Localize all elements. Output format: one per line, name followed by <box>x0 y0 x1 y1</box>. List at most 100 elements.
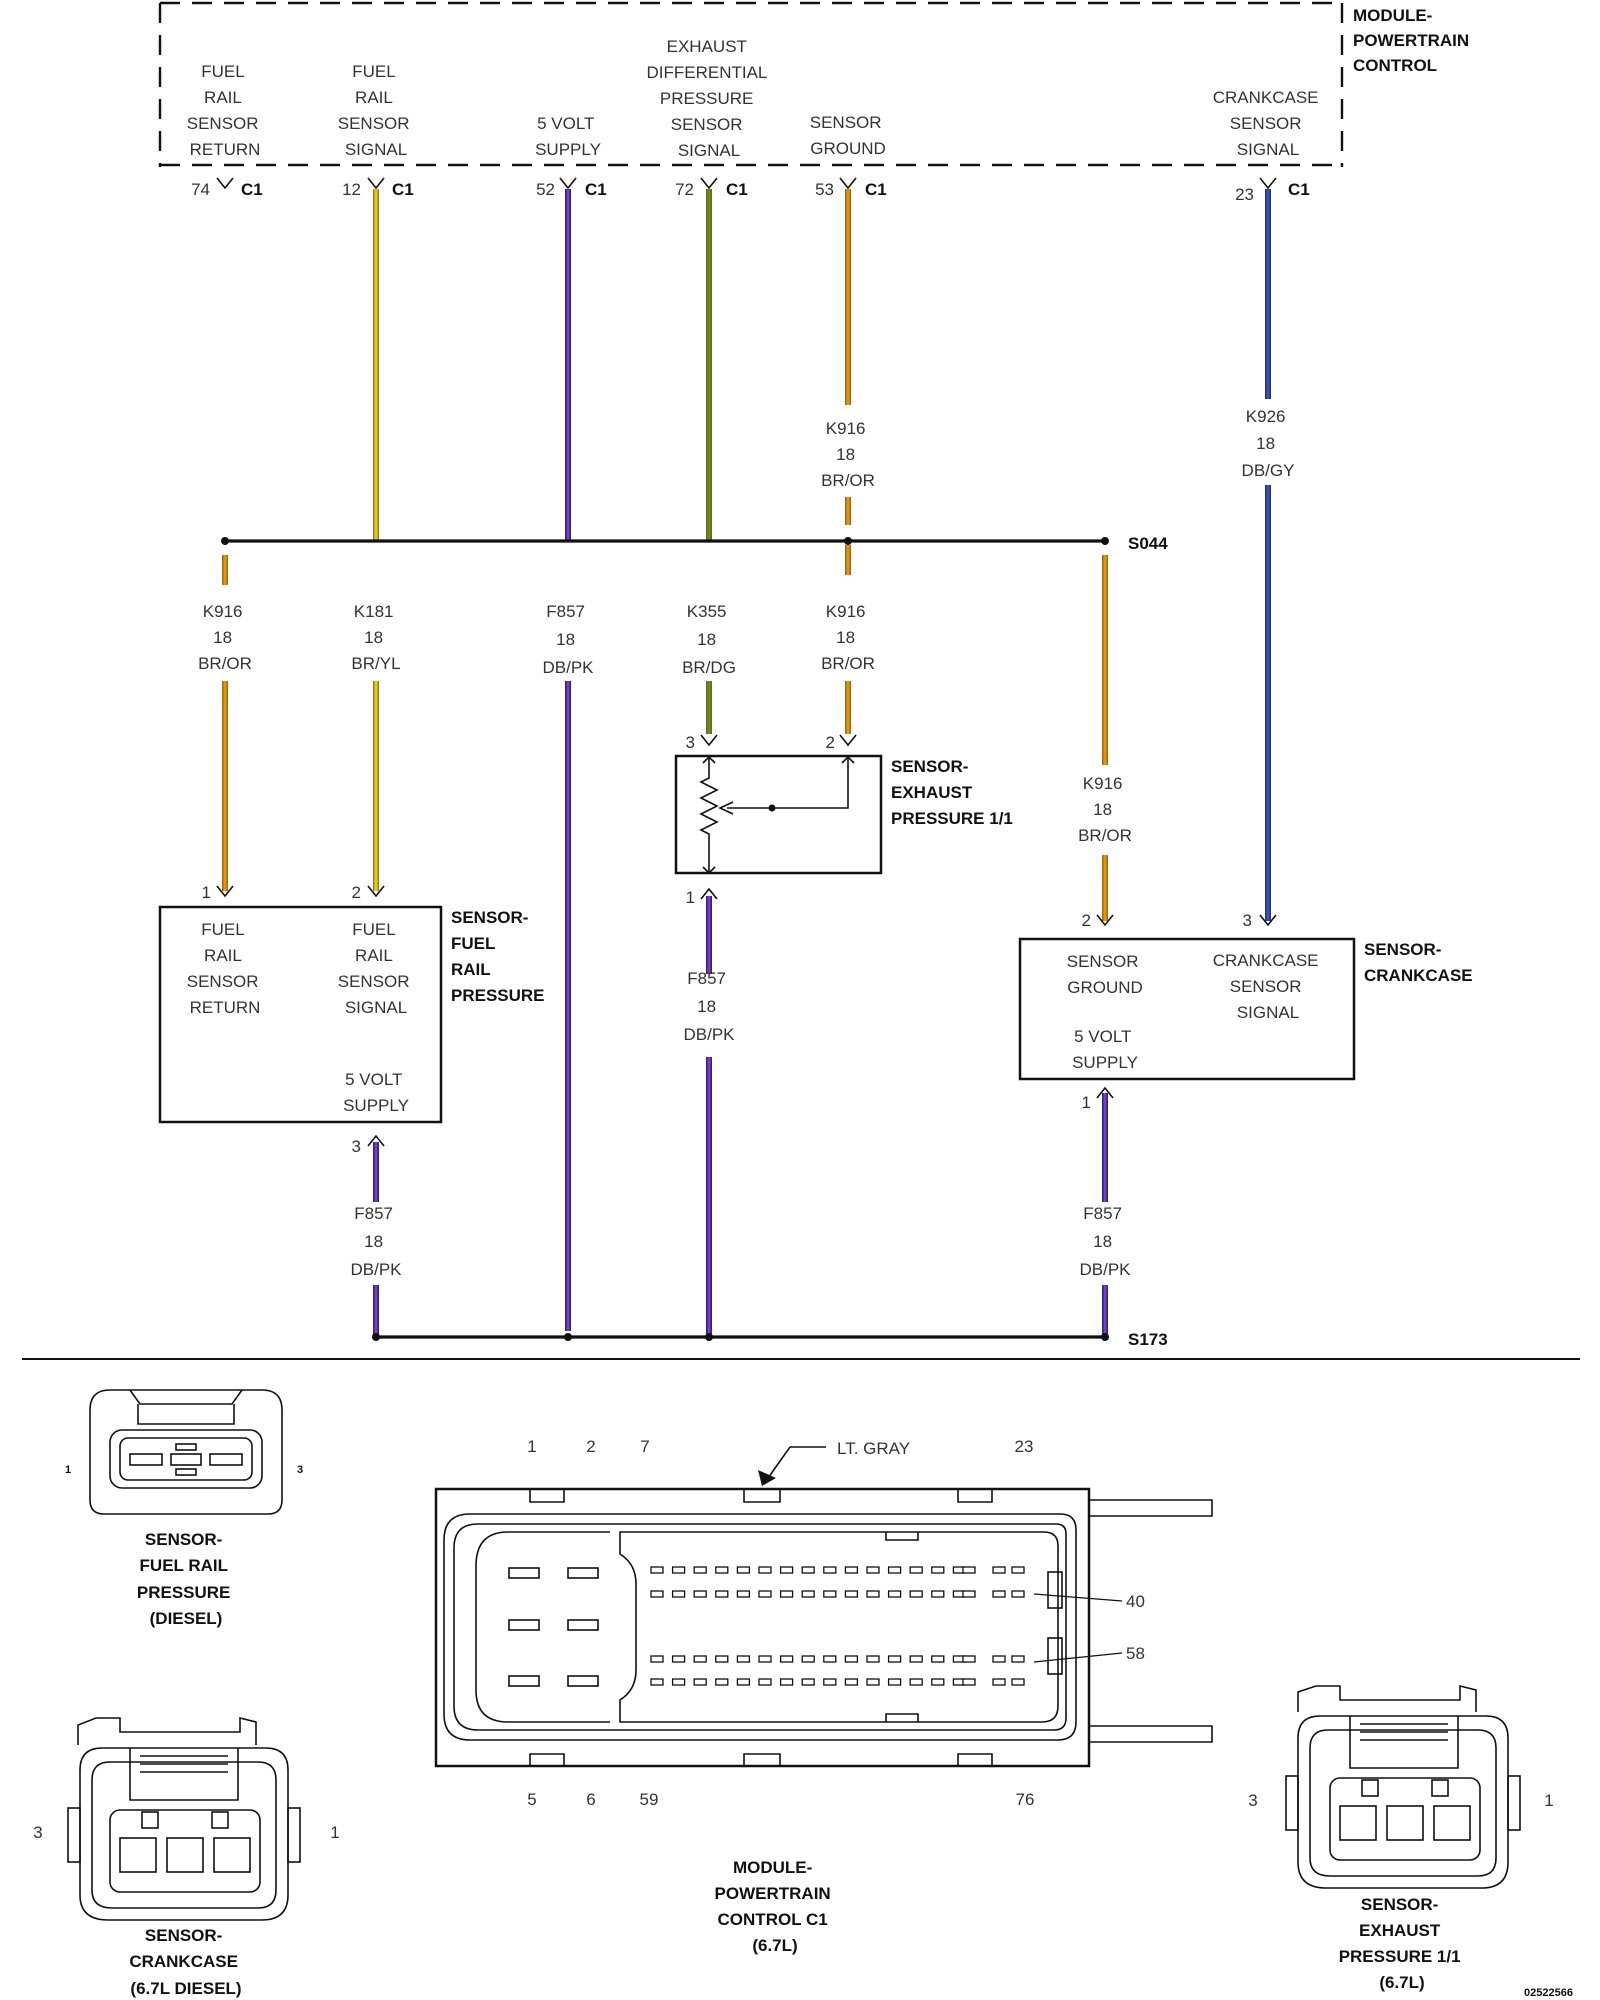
pcm-c1-cavity <box>801 1678 815 1686</box>
connector-crankcase-pin <box>213 1837 251 1873</box>
pcm-c1-shroud <box>443 1513 1077 1741</box>
connector-exhaust-tab-left <box>1285 1775 1299 1831</box>
wire-k926-lower <box>1265 485 1271 921</box>
connector-view-exhaust-pressure: 3 1 SENSOR- EXHAUST PRESSURE 1/1 (6.7L) <box>1248 1684 1554 1992</box>
fuel-rail-sensor-signal-label: FUEL RAIL SENSOR SIGNAL <box>338 920 415 1017</box>
pcm-c1-cavity-23: 23 <box>1015 1437 1034 1456</box>
exhaust-pressure-sensor: 3 2 1 SENSOR- EXHAUST PRESSURE 1/1 <box>674 733 1013 907</box>
connector-fuel-rail-body <box>89 1389 283 1515</box>
connector-crankcase-latch <box>129 1748 239 1801</box>
exhaust-sensor-pin3-chevron <box>700 734 718 747</box>
pcm-pin-52: 52 <box>536 180 555 199</box>
pcm-c1-leader-40 <box>1033 1593 1123 1602</box>
connector-view-crankcase: 3 1 SENSOR- CRANKCASE (6.7L DIESEL) <box>33 1716 340 1998</box>
crankcase-sensor-pin3-chevron <box>1259 914 1277 927</box>
pcm-c1-cavity <box>736 1566 751 1574</box>
pcm-c1-cavity <box>823 1590 837 1598</box>
pcm-c1-bottom-tabs <box>529 1753 993 1766</box>
pcm-c1-leader-58 <box>1033 1652 1123 1663</box>
pcm-c1-cavity <box>736 1655 751 1663</box>
fuel-rail-sensor-pin3: 3 <box>352 1137 361 1156</box>
connector-view-fuel-rail: 1 3 SENSOR- FUEL RAIL PRESSURE (DIESEL) <box>65 1389 303 1628</box>
figure-id: 02522566 <box>1524 1987 1573 1999</box>
connector-exhaust-title: SENSOR- EXHAUST PRESSURE 1/1 (6.7L) <box>1339 1895 1466 1992</box>
pcm-c1-cavity <box>758 1566 772 1574</box>
wire-f857-exh-b <box>706 1057 712 1337</box>
pcm-c1-cavity <box>715 1655 729 1663</box>
pcm-c1-cavity <box>887 1678 902 1686</box>
connector-fuel-rail-latch <box>129 1389 243 1405</box>
fuel-rail-sensor-pin1-chevron <box>216 885 234 898</box>
pcm-c1-cavity <box>962 1566 976 1574</box>
pcm-c1-cavity <box>1011 1678 1025 1686</box>
pcm-c1-signal-block <box>619 1531 1059 1723</box>
wire-label-k916-upper: K916 18 BR/OR <box>821 419 875 490</box>
potentiometer-node <box>768 804 776 812</box>
pcm-c1-cavity <box>671 1590 686 1598</box>
pcm-pin-74: 74 <box>191 180 210 199</box>
pcm-c1-cavity <box>758 1678 772 1686</box>
wire-k355-lower <box>706 681 712 734</box>
pcm-title: MODULE- POWERTRAIN CONTROL <box>1353 6 1474 75</box>
splice-s173-label: S173 <box>1128 1330 1168 1349</box>
pcm-c1-cavity <box>671 1566 686 1574</box>
fuel-rail-sensor-pin2-chevron <box>367 885 385 898</box>
connector-fuel-rail-pin <box>129 1453 163 1466</box>
fuel-rail-sensor-return-label: FUEL RAIL SENSOR RETURN <box>187 920 264 1017</box>
pcm-c1-cavity <box>801 1566 815 1574</box>
pcm-c1-cavity <box>866 1655 880 1663</box>
wire-label-f857-a: F857 18 DB/PK <box>542 602 594 677</box>
wire-label-f857-c: F857 18 DB/PK <box>350 1204 402 1279</box>
connector-crankcase-tab-left <box>67 1807 81 1863</box>
pcm-c1-cavity <box>866 1566 880 1574</box>
pcm-c1-cavity <box>715 1590 729 1598</box>
pcm-c1-cavity <box>962 1655 976 1663</box>
pcm-c1-power-block <box>475 1531 610 1723</box>
pcm-c1-cavity <box>844 1655 859 1663</box>
connector-crankcase-pin-left: 3 <box>33 1823 42 1842</box>
exhaust-sensor-pin1: 1 <box>686 888 695 907</box>
pcm-c1-cavity <box>736 1678 751 1686</box>
pcm-c1-arrow <box>758 1470 776 1486</box>
exhaust-sensor-pin3: 3 <box>686 733 695 752</box>
wire-f857-crank-a <box>1102 1093 1108 1202</box>
pcm-c1-cavity <box>931 1566 945 1574</box>
connector-crankcase-latch-frame <box>77 1716 257 1745</box>
wire-f857-exh-a <box>706 896 712 974</box>
pcm-c1-cavity <box>887 1655 902 1663</box>
pcm-c1-cavity <box>801 1590 815 1598</box>
connector-fuel-rail-title: SENSOR- FUEL RAIL PRESSURE (DIESEL) <box>137 1530 235 1628</box>
wire-label-k916-a: K916 18 BR/OR <box>198 602 252 673</box>
pcm-c1-cavity-5: 5 <box>527 1790 536 1809</box>
pcm-c1-cavity-76: 76 <box>1016 1790 1035 1809</box>
pcm-pin-12: 12 <box>342 180 361 199</box>
connector-exhaust-latch-frame <box>1297 1684 1477 1712</box>
connector-fuel-rail-key <box>175 1443 197 1451</box>
pcm-conn-c1: C1 <box>241 180 263 199</box>
pcm-c1-cavity <box>909 1655 923 1663</box>
crankcase-sensor-signal-label: CRANKCASE SENSOR SIGNAL <box>1213 951 1324 1022</box>
pcm-c1-cavity <box>671 1655 686 1663</box>
pcm-c1-power-pins <box>508 1567 599 1687</box>
pcm-c1-cavity <box>1011 1655 1025 1663</box>
pcm-c1-cavity <box>671 1678 686 1686</box>
pcm-c1-cavity <box>715 1566 729 1574</box>
pcm-dashed-outline <box>158 1 1344 167</box>
pcm-c1-block-keys <box>885 1532 919 1722</box>
splice-s044-label: S044 <box>1128 534 1168 553</box>
pcm-c1-cavity <box>844 1566 859 1574</box>
crankcase-sensor-ground-label: SENSOR GROUND <box>1067 952 1144 997</box>
connector-crankcase-pin <box>119 1837 157 1873</box>
pcm-c1-cavity <box>758 1655 772 1663</box>
splice-node <box>844 537 852 545</box>
wire-k181-upper <box>373 189 379 541</box>
wire-f857-crank-b <box>1102 1285 1108 1337</box>
crankcase-sensor: 2 3 1 SENSOR GROUND 5 VOLT SUPPLY CRANKC… <box>1018 911 1473 1112</box>
pcm-pin-label-5v-supply: 5 VOLT SUPPLY <box>535 114 601 159</box>
exhaust-sensor-pin1-chevron <box>700 887 718 900</box>
pcm-c1-cavity <box>909 1566 923 1574</box>
connector-exhaust-body-inner <box>1309 1729 1497 1877</box>
connector-fuel-rail-pin <box>209 1453 243 1466</box>
exhaust-sensor-box <box>674 754 883 875</box>
connector-exhaust-pin-right: 1 <box>1544 1791 1553 1810</box>
